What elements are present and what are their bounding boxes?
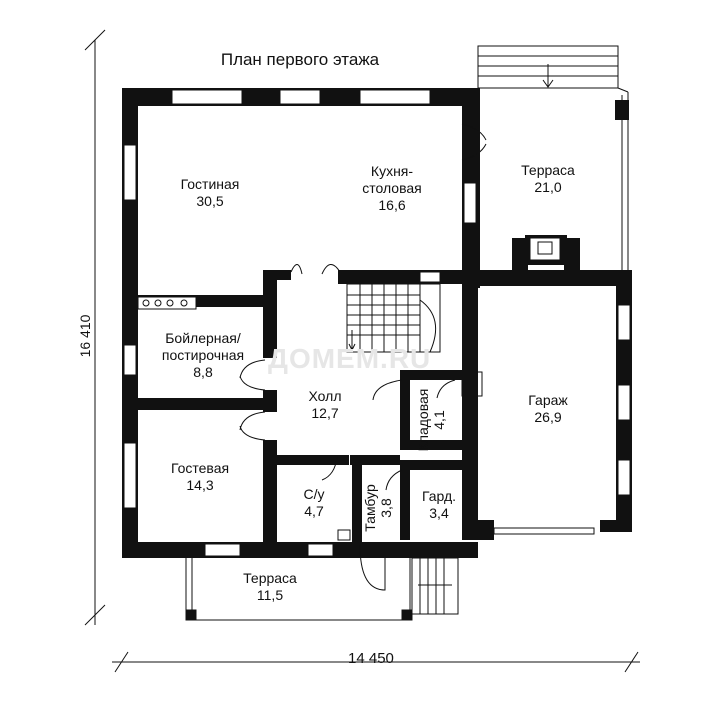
room-living-area: 30,5 <box>196 193 224 209</box>
page-title: План первого этажа <box>220 50 380 69</box>
room-garage-area: 26,9 <box>534 409 562 425</box>
room-wardrobe: Гард. 3,4 <box>414 488 464 522</box>
room-guest: Гостевая 14,3 <box>160 460 240 494</box>
room-wardrobe-area: 3,4 <box>429 505 449 521</box>
room-kitchen-name1: Кухня- <box>370 163 414 179</box>
height-dimension: 16 410 <box>77 314 93 358</box>
room-boiler: Бойлерная/ постирочная 8,8 <box>148 330 258 381</box>
room-guest-area: 14,3 <box>186 477 214 493</box>
room-terrace-top-area: 21,0 <box>534 179 562 195</box>
room-guest-name: Гостевая <box>170 460 230 476</box>
windows <box>123 89 631 557</box>
boiler-equipment <box>137 296 351 541</box>
room-bath-area: 4,7 <box>304 503 324 519</box>
room-hall: Холл 12,7 <box>290 388 360 422</box>
doors <box>239 123 487 591</box>
room-boiler-area: 8,8 <box>193 364 213 380</box>
room-garage: Гараж 26,9 <box>508 392 588 426</box>
room-kitchen-name2: столовая <box>362 180 422 196</box>
watermark: ДОМЕМ.RU <box>268 343 432 374</box>
room-storage: Кладовая 4,1 <box>415 380 447 460</box>
room-terrace-top-name: Терраса <box>521 162 575 178</box>
room-wardrobe-name: Гард. <box>421 488 457 504</box>
room-terrace-bottom-area: 11,5 <box>256 587 284 603</box>
room-kitchen-area: 16,6 <box>378 197 406 213</box>
room-living-name: Гостиная <box>180 176 240 192</box>
room-hall-area: 12,7 <box>311 405 339 421</box>
room-terrace-top: Терраса 21,0 <box>508 162 588 196</box>
room-garage-name: Гараж <box>528 392 568 408</box>
room-boiler-name1: Бойлерная/ <box>165 330 241 346</box>
width-dimension: 14 450 <box>348 650 394 667</box>
room-boiler-name2: постирочная <box>161 347 245 363</box>
room-bath-name: С/у <box>303 486 325 502</box>
room-storage-name: Кладовая <box>415 388 431 452</box>
room-storage-area: 4,1 <box>431 410 447 430</box>
room-vestibule: Тамбур 3,8 <box>362 478 394 538</box>
room-hall-name: Холл <box>308 388 342 404</box>
terrace-steps-top <box>477 45 629 275</box>
room-vestibule-area: 3,8 <box>378 498 394 518</box>
room-kitchen: Кухня- столовая 16,6 <box>342 163 442 214</box>
room-living: Гостиная 30,5 <box>170 176 250 210</box>
terrace-front <box>185 557 459 621</box>
room-terrace-bottom: Терраса 11,5 <box>230 570 310 604</box>
room-vestibule-name: Тамбур <box>362 484 378 532</box>
room-terrace-bottom-name: Терраса <box>243 570 297 586</box>
room-bath: С/у 4,7 <box>294 486 334 520</box>
dimension-lines <box>84 29 640 673</box>
staircase <box>346 271 441 353</box>
